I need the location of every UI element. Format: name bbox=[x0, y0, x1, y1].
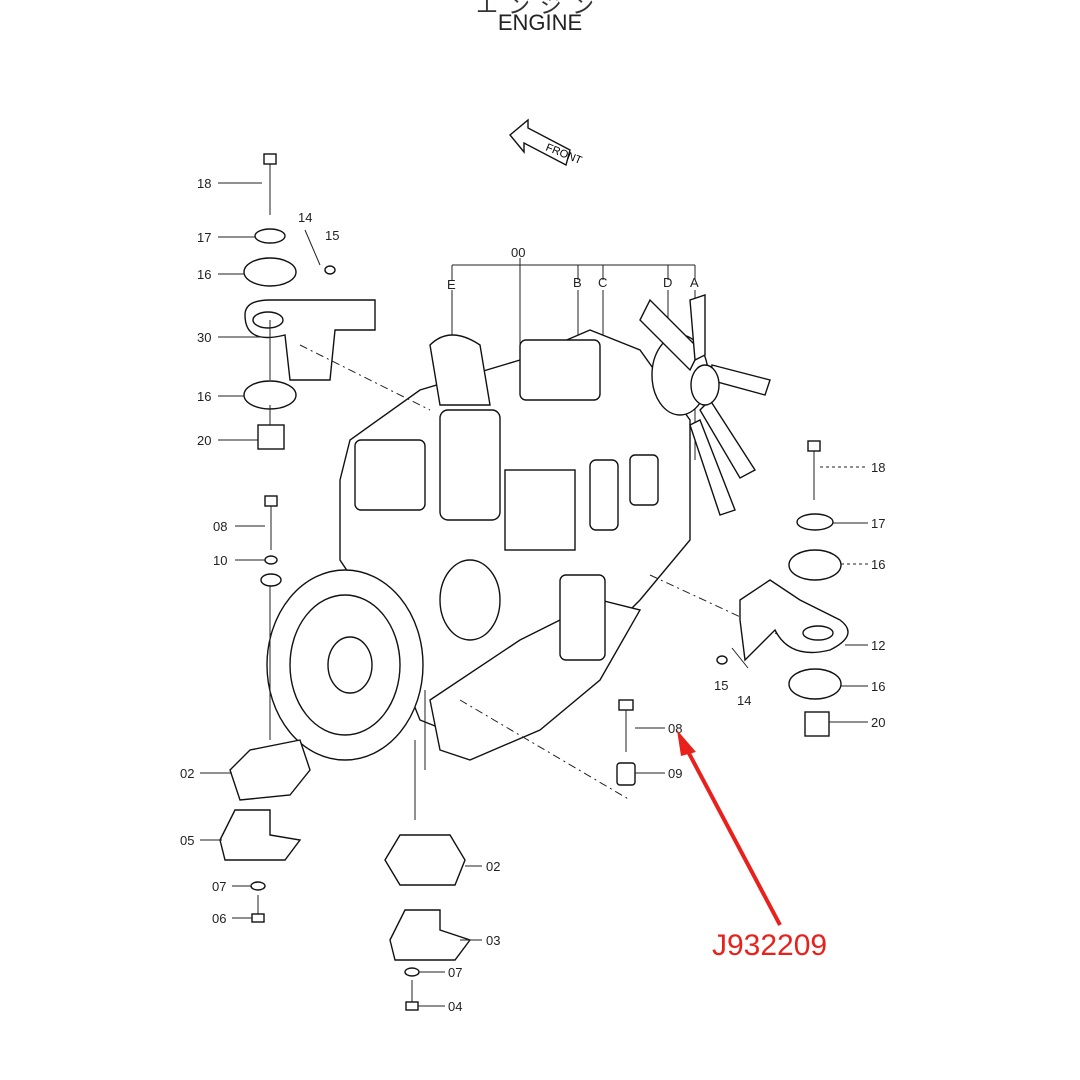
callout-17-right: 17 bbox=[871, 516, 885, 531]
callout-07-left: 07 bbox=[212, 879, 226, 894]
callout-05: 05 bbox=[180, 833, 194, 848]
rubber-mount-16-left-b bbox=[243, 380, 297, 410]
cooling-fan bbox=[639, 294, 771, 516]
callout-18-right: 18 bbox=[871, 460, 885, 475]
fuel-filter bbox=[559, 574, 606, 661]
nut-20-left bbox=[257, 424, 285, 450]
left-front-bolt bbox=[260, 495, 282, 587]
plate-03 bbox=[389, 909, 472, 961]
callout-04: 04 bbox=[448, 999, 462, 1014]
callout-08-left: 08 bbox=[213, 519, 227, 534]
center-lower-mount bbox=[384, 834, 472, 1011]
water-separator bbox=[629, 454, 659, 506]
bracket-12 bbox=[739, 579, 849, 662]
callout-07-center: 07 bbox=[448, 965, 462, 980]
callout-10: 10 bbox=[213, 553, 227, 568]
callout-18-left: 18 bbox=[197, 176, 211, 191]
rocker-cover-front bbox=[354, 439, 426, 511]
callout-labels: 18 17 14 15 16 30 16 20 00 E B C D A 08 … bbox=[180, 176, 885, 1014]
callout-08-center: 08 bbox=[668, 721, 682, 736]
oil-filter bbox=[589, 459, 619, 531]
page-title-japanese: エンジン bbox=[475, 0, 604, 18]
callout-E: E bbox=[447, 277, 456, 292]
left-upper-mount bbox=[243, 153, 376, 450]
intake-elbow bbox=[429, 334, 491, 406]
callout-16-left-b: 16 bbox=[197, 389, 211, 404]
callout-16-left-a: 16 bbox=[197, 267, 211, 282]
fuel-injection-pump bbox=[504, 469, 576, 551]
rubber-mount-02-left bbox=[229, 739, 311, 801]
callout-20-left: 20 bbox=[197, 433, 211, 448]
callout-16-right-a: 16 bbox=[871, 557, 885, 572]
callout-30: 30 bbox=[197, 330, 211, 345]
engine-block bbox=[266, 329, 709, 761]
starter-motor bbox=[439, 559, 501, 641]
callout-02-center: 02 bbox=[486, 859, 500, 874]
washer-15-top bbox=[324, 265, 336, 275]
center-bolt bbox=[616, 699, 636, 786]
washer-17-left bbox=[254, 228, 286, 244]
callout-02-left: 02 bbox=[180, 766, 194, 781]
cylinder-head bbox=[519, 339, 601, 401]
left-lower-mount bbox=[219, 739, 311, 923]
callout-15-top: 15 bbox=[325, 228, 339, 243]
callout-A: A bbox=[690, 275, 699, 290]
front-arrow-icon: FRONT bbox=[509, 118, 584, 167]
callout-16-right-b: 16 bbox=[871, 679, 885, 694]
rubber-mount-16-left-a bbox=[243, 257, 297, 287]
right-upper-mount bbox=[716, 440, 849, 737]
callout-20-right: 20 bbox=[871, 715, 885, 730]
callout-00: 00 bbox=[511, 245, 525, 260]
callout-14-right: 14 bbox=[737, 693, 751, 708]
callout-D: D bbox=[663, 275, 672, 290]
part-number-annotation: J932209 bbox=[712, 929, 827, 962]
page-title: ENGINE bbox=[497, 10, 583, 35]
callout-C: C bbox=[598, 275, 607, 290]
air-intake-pipe bbox=[439, 409, 501, 521]
leader-lines bbox=[200, 182, 868, 1007]
rubber-mount-02-center bbox=[384, 834, 466, 886]
red-pointer-arrow-icon bbox=[677, 730, 782, 926]
bolt-18-left bbox=[263, 153, 277, 165]
callout-17-left: 17 bbox=[197, 230, 211, 245]
callout-14-top: 14 bbox=[298, 210, 312, 225]
plate-05 bbox=[219, 809, 302, 861]
callout-12: 12 bbox=[871, 638, 885, 653]
flywheel-hub bbox=[327, 636, 373, 694]
callout-06: 06 bbox=[212, 911, 226, 926]
callout-15-right: 15 bbox=[714, 678, 728, 693]
callout-B: B bbox=[573, 275, 582, 290]
callout-09: 09 bbox=[668, 766, 682, 781]
callout-03: 03 bbox=[486, 933, 500, 948]
